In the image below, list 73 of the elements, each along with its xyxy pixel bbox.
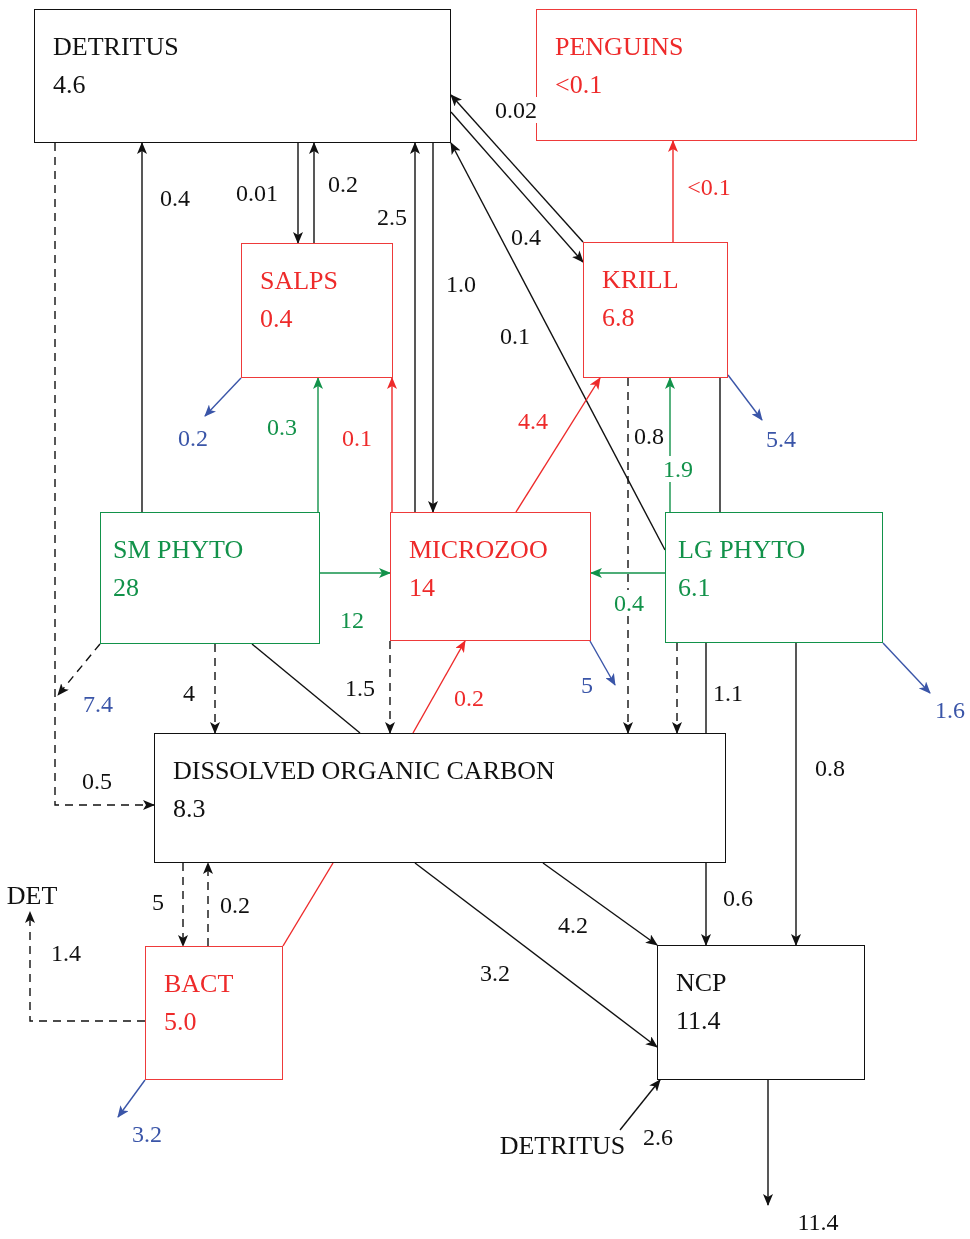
flow-arrow (313, 377, 323, 513)
compartment-value: 8.3 (173, 793, 206, 825)
flow-arrow (668, 140, 678, 243)
compartment-box (665, 512, 883, 643)
flow-arrow (137, 142, 147, 513)
flow-arrow (515, 377, 601, 513)
flow-arrow (54, 142, 155, 810)
flow-arrow (763, 1079, 773, 1206)
flow-arrow (589, 640, 616, 686)
compartment-name: DISSOLVED ORGANIC CARBON (173, 755, 555, 787)
compartment-box (154, 733, 726, 863)
compartment-name: SALPS (260, 265, 339, 297)
compartment-box (536, 9, 917, 141)
compartment-value: 6.8 (602, 302, 635, 334)
compartment-value: 5.0 (164, 1006, 197, 1038)
flow-arrow (309, 142, 319, 244)
compartment-value: <0.1 (555, 69, 603, 101)
compartment-box (145, 946, 283, 1080)
compartment-name: PENGUINS (555, 31, 684, 63)
compartment-value: 4.6 (53, 69, 86, 101)
flow-arrow (727, 374, 763, 421)
compartment-box (241, 243, 393, 378)
compartment-name: NCP (676, 967, 727, 999)
compartment-name: DETRITUS (53, 31, 179, 63)
flow-arrow (450, 142, 666, 551)
compartment-name: LG PHYTO (678, 534, 806, 566)
compartment-name: SM PHYTO (113, 534, 244, 566)
compartment-name: KRILL (602, 264, 679, 296)
flow-arrow (701, 862, 711, 946)
flow-arrow (450, 94, 584, 243)
compartment-name: BACT (164, 968, 234, 1000)
flow-arrow (385, 640, 395, 734)
flow-arrow (203, 862, 213, 947)
compartment-value: 28 (113, 572, 139, 604)
flow-arrow (319, 568, 391, 578)
flow-line (705, 642, 707, 734)
flow-arrow (210, 643, 220, 734)
compartment-value: 0.4 (260, 303, 293, 335)
flow-arrow (414, 862, 658, 1048)
flow-line (719, 377, 721, 513)
compartment-box (390, 512, 591, 641)
flow-arrow (57, 643, 101, 696)
flow-arrow (450, 111, 584, 263)
flow-arrow (619, 1079, 661, 1131)
compartment-label: DETRITUS (485, 1130, 640, 1164)
flow-arrow (623, 377, 633, 734)
flow-arrow (204, 377, 242, 417)
flow-arrow (117, 1079, 146, 1118)
flow-arrow (293, 142, 303, 244)
flow-arrow (590, 568, 666, 578)
flow-arrow (410, 142, 420, 513)
compartment-label: DET (2, 880, 62, 912)
compartment-box (657, 945, 865, 1080)
flow-arrow (791, 642, 801, 946)
compartment-value: 11.4 (676, 1005, 721, 1037)
flow-arrow (387, 377, 397, 513)
flow-arrow (542, 862, 658, 946)
compartment-box (100, 512, 320, 644)
flow-arrow (672, 642, 682, 734)
flow-arrow (178, 862, 188, 947)
flow-arrow (882, 642, 931, 694)
flow-arrow (412, 640, 466, 734)
flow-line (282, 862, 334, 947)
compartment-box (34, 9, 451, 143)
compartment-name: MICROZOO (409, 534, 548, 566)
compartment-value: 14 (409, 572, 435, 604)
compartment-box (583, 242, 728, 378)
flow-arrow (25, 911, 146, 1022)
flow-arrow (428, 142, 438, 513)
edge-label: 1.9 (662, 456, 694, 482)
edge-label: 0.02 (494, 97, 538, 123)
compartment-value: 6.1 (678, 572, 711, 604)
flow-line (251, 643, 361, 734)
